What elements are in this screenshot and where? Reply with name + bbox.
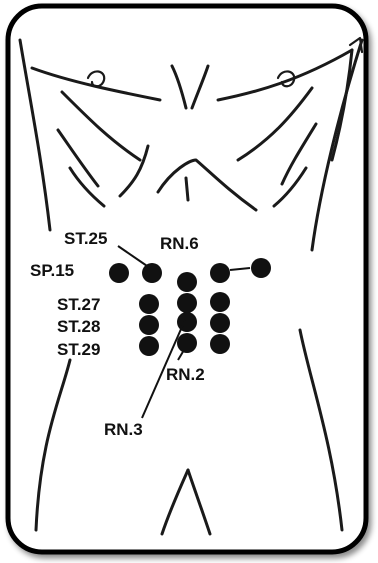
point-st27-right (210, 292, 230, 312)
point-rn6 (177, 272, 197, 292)
point-st27-left (139, 294, 159, 314)
abdomen-center-line (186, 178, 188, 200)
point-st25-right (210, 263, 230, 283)
label-st25: ST.25 (64, 229, 107, 248)
label-st27: ST.27 (57, 295, 100, 314)
label-rn6: RN.6 (160, 234, 199, 253)
label-sp15: SP.15 (30, 261, 74, 280)
point-sp15-left (109, 263, 129, 283)
label-st28: ST.28 (57, 317, 100, 336)
point-rn2 (177, 333, 197, 353)
point-st25-left (142, 263, 162, 283)
point-sp15-right (251, 258, 271, 278)
label-st29: ST.29 (57, 340, 100, 359)
point-st29-right (210, 334, 230, 354)
label-rn3: RN.3 (104, 420, 143, 439)
point-st29-left (139, 336, 159, 356)
point-st28-left (139, 315, 159, 335)
point-st28-right (210, 313, 230, 333)
label-rn2: RN.2 (166, 365, 205, 384)
point-rn-upper (177, 293, 197, 313)
